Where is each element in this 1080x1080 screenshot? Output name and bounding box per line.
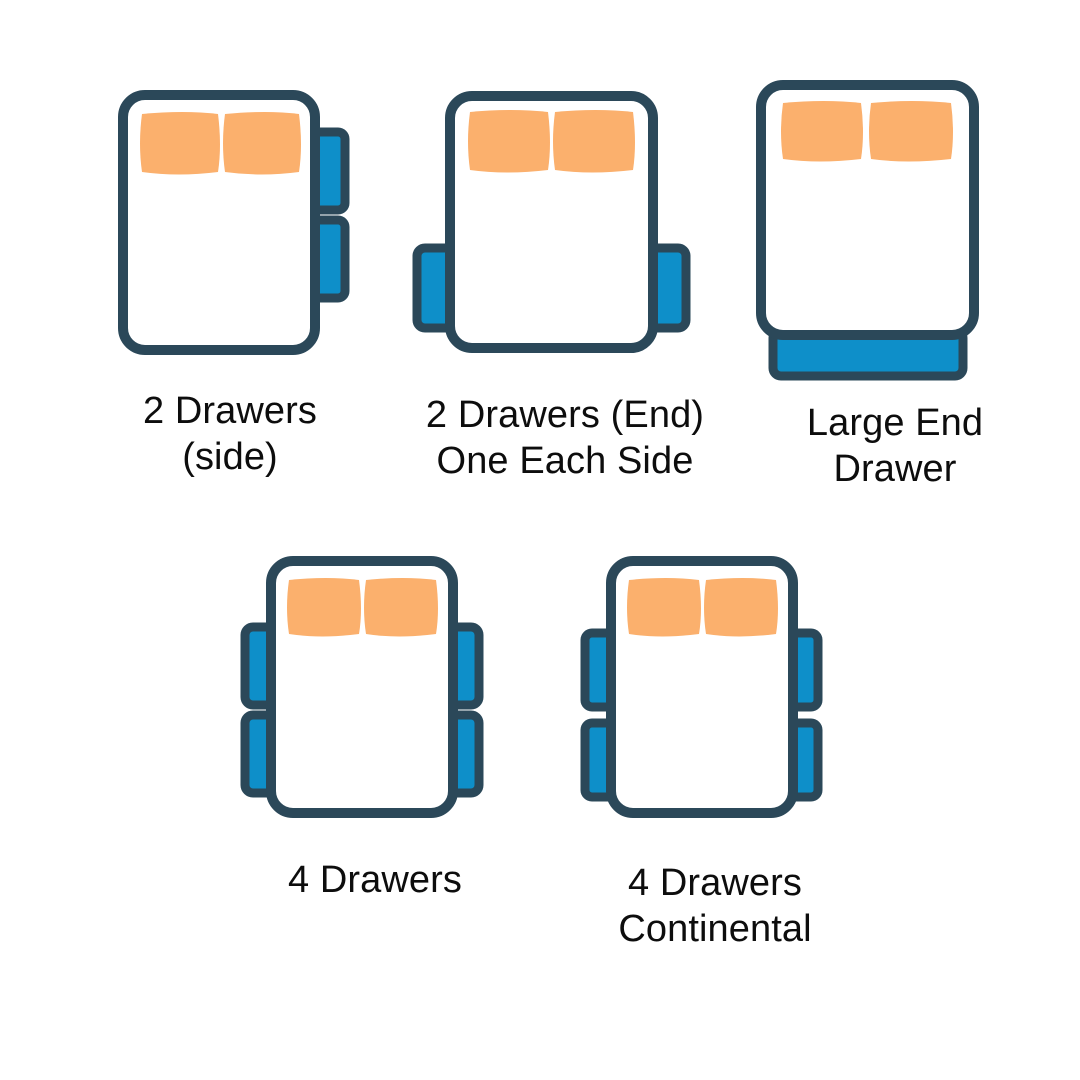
bed-icon-two-drawers-side	[118, 90, 350, 355]
pillow-right	[869, 101, 953, 162]
pillow-left	[468, 110, 550, 173]
pillow-right	[364, 578, 438, 637]
bed-option-two-drawers-end[interactable]: 2 Drawers (End) One Each Side	[395, 80, 735, 500]
bed-option-four-drawers[interactable]: 4 Drawers	[205, 545, 545, 965]
pillow-left	[627, 578, 701, 637]
bed-option-label: 4 Drawers Continental	[618, 862, 812, 951]
pillow-group	[287, 578, 438, 637]
pillow-left	[781, 101, 863, 162]
pillow-group	[468, 110, 635, 173]
pillow-left	[287, 578, 361, 637]
bed-option-label: Large End Drawer	[806, 402, 984, 491]
bed-icon-large-end-drawer	[756, 80, 979, 381]
bed-icon-four-drawers	[240, 556, 484, 818]
bed-option-four-drawers-continental[interactable]: 4 Drawers Continental	[545, 545, 885, 965]
pillow-group	[627, 578, 778, 637]
bed-option-label: 2 Drawers (End) One Each Side	[425, 394, 705, 483]
bed-option-large-end-drawer[interactable]: Large End Drawer	[725, 70, 1065, 490]
pillow-left	[140, 112, 220, 175]
pillow-group	[140, 112, 301, 175]
bed-option-two-drawers-side[interactable]: 2 Drawers (side)	[60, 80, 400, 500]
bed-icon-two-drawers-end	[412, 91, 691, 353]
pillow-right	[704, 578, 778, 637]
bed-icon-four-drawers-continental	[580, 556, 823, 818]
bed-option-label: 2 Drawers (side)	[142, 390, 318, 479]
pillow-group	[781, 101, 953, 162]
bed-option-label: 4 Drawers	[287, 859, 463, 901]
pillow-right	[553, 110, 635, 173]
pillow-right	[223, 112, 301, 175]
